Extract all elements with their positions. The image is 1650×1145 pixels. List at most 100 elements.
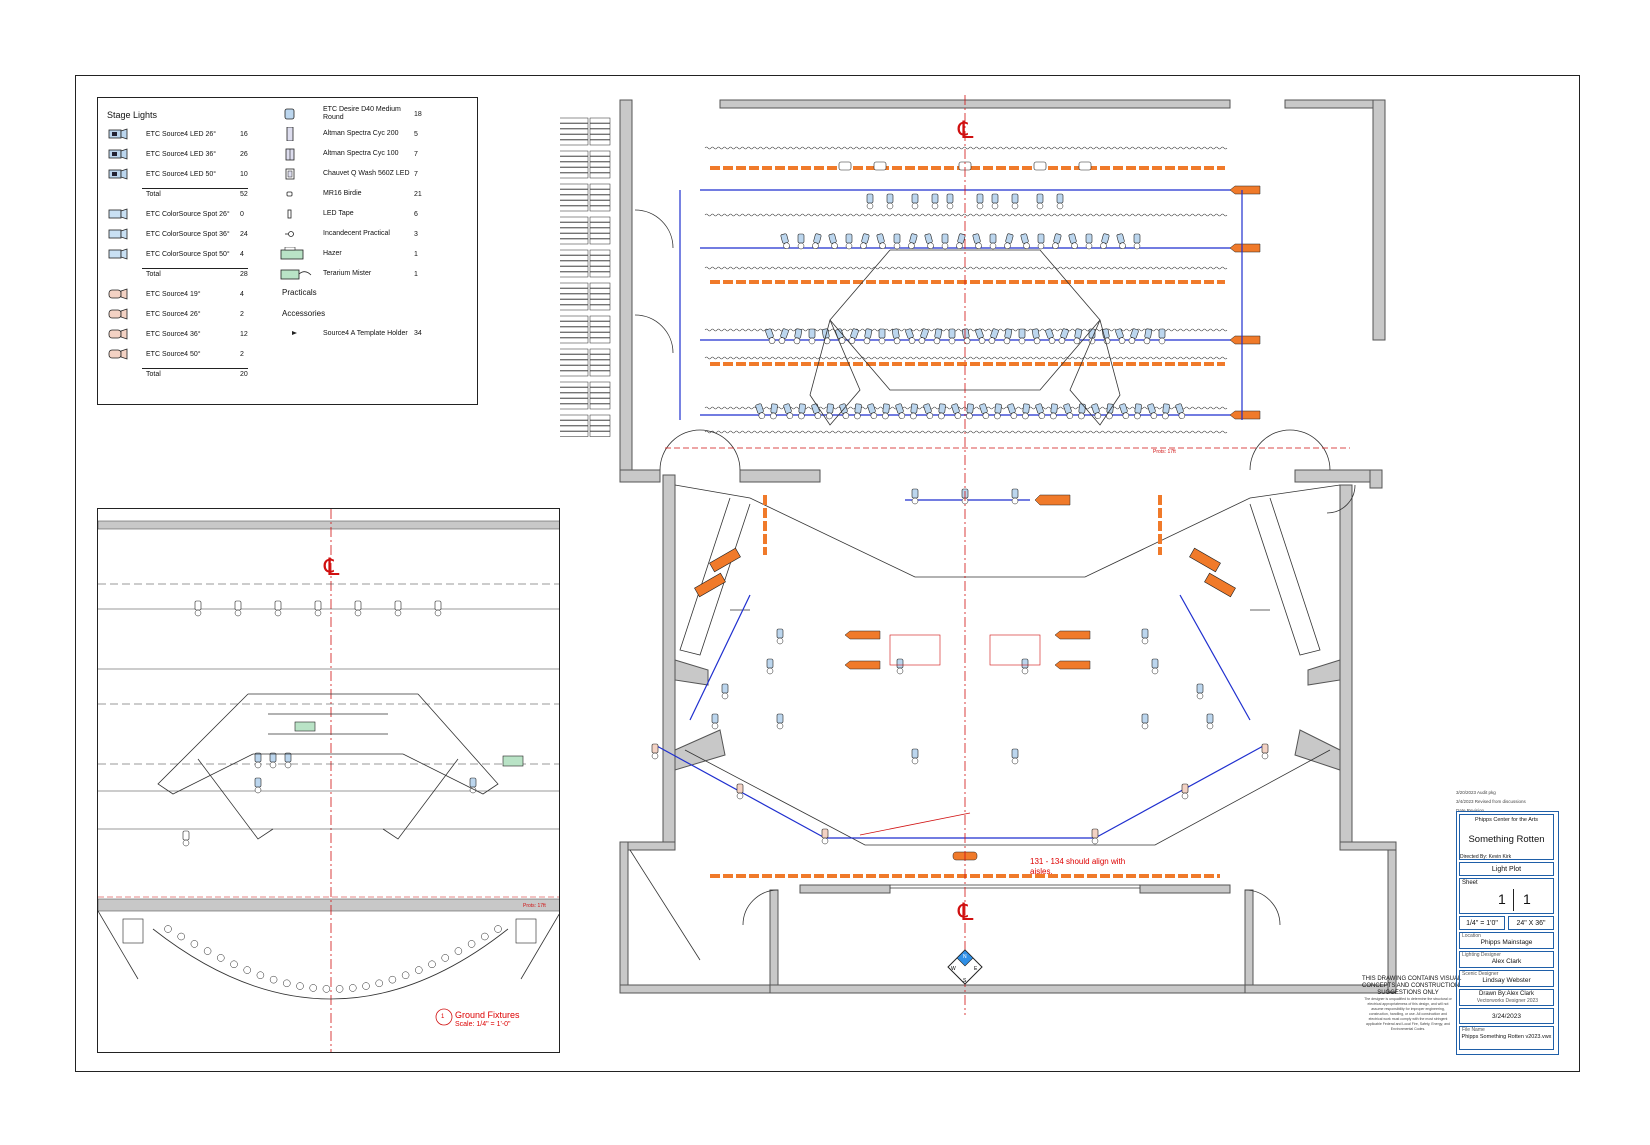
box-boom	[694, 572, 726, 598]
disclaimer-body: The designer is unqualified to determine…	[1364, 997, 1452, 1031]
legend-item-qty: 7	[414, 170, 418, 178]
fixture-icon	[1004, 233, 1014, 250]
fixture-icon	[1119, 403, 1130, 419]
legend-item-qty: 10	[240, 170, 248, 178]
fixture-icon	[848, 328, 859, 344]
fixture-icon	[1031, 328, 1041, 345]
centerline-symbol-top: ℄	[957, 117, 974, 144]
fixture-icon	[755, 403, 766, 419]
fixture-icon	[828, 233, 838, 250]
circuit-box	[560, 387, 589, 393]
masking-border	[704, 266, 1228, 270]
legend-item-qty: 18	[414, 110, 422, 118]
desire-d40-icon	[284, 108, 295, 120]
circuit-box	[560, 139, 589, 146]
circuit-box	[589, 205, 611, 212]
circuit-box	[589, 392, 611, 399]
colorsource-icon	[108, 208, 128, 220]
fixture-icon	[910, 403, 918, 420]
legend-item: ETC ColorSource Spot 50°4	[98, 248, 298, 260]
fixture-icon	[1196, 683, 1204, 700]
circuit-box	[560, 117, 589, 124]
ground-fixture-icon	[362, 982, 370, 990]
circuit-box	[560, 398, 589, 404]
fixture-icon	[765, 328, 776, 344]
paper-size-cell: 24" X 36"	[1508, 916, 1554, 930]
ground-fixture-icon	[190, 940, 199, 948]
fixture-icon	[798, 403, 806, 420]
legend-item: ETC ColorSource Spot 26°0	[98, 208, 298, 220]
circuit-box	[589, 370, 611, 377]
legend-item-qty: 4	[240, 250, 244, 258]
circuit-box	[589, 227, 611, 234]
fixture-icon	[1033, 161, 1047, 171]
circuit-box	[589, 194, 611, 201]
legend-item-qty: 20	[240, 370, 248, 378]
legend-item-qty: 16	[240, 130, 248, 138]
pipe-label-tag	[1229, 335, 1261, 345]
fixture-icon	[1133, 233, 1141, 250]
fixture-icon	[783, 403, 794, 419]
detail-number: 1	[441, 1014, 445, 1020]
north-label: N	[963, 954, 967, 960]
circuit-box	[560, 326, 589, 333]
fixture-icon	[1158, 328, 1166, 345]
fixture-icon	[1058, 328, 1069, 344]
ground-fixture-icon	[375, 979, 383, 988]
colorsource-icon	[108, 228, 128, 240]
fixture-icon	[1116, 233, 1126, 250]
ground-fixture-icon	[467, 940, 476, 948]
ground-fixture-icon	[415, 966, 423, 974]
seating-outline	[674, 484, 1341, 846]
fixture-icon	[1037, 233, 1045, 250]
house-pipe	[689, 594, 751, 721]
fixture-icon	[797, 233, 805, 250]
pipe-label-tag	[1034, 494, 1071, 506]
circuit-box	[589, 156, 611, 162]
section-centerline-symbol: ℄	[323, 554, 340, 581]
legend-item-name: Hazer	[323, 250, 342, 257]
fixture-icon	[808, 328, 816, 345]
legend-item-qty: 12	[240, 330, 248, 338]
fixture-icon	[1143, 328, 1153, 345]
circuit-box	[560, 420, 589, 426]
fixture-icon	[1045, 328, 1056, 344]
circuit-box	[560, 337, 589, 344]
circuit-box	[560, 315, 589, 322]
circuit-box	[560, 282, 589, 289]
circuit-box	[589, 387, 611, 393]
circuit-box	[560, 348, 589, 355]
circuit-schedule	[560, 117, 611, 437]
circuit-box	[560, 266, 589, 272]
fixture-icon	[254, 752, 262, 769]
fixture-icon	[838, 161, 852, 171]
legend-item-qty: 1	[414, 270, 418, 278]
hazer-icon	[280, 247, 304, 260]
cyc-200-icon	[286, 127, 294, 141]
fixture-icon	[979, 403, 990, 419]
legend-item-qty: 24	[240, 230, 248, 238]
fixture-icon	[908, 233, 918, 250]
disclaimer-heading: THIS DRAWING CONTAINS VISUAL CONCEPTS AN…	[1362, 976, 1462, 996]
circuit-box	[560, 161, 589, 168]
legend-item-qty: 0	[240, 210, 244, 218]
fixture-icon	[1052, 233, 1062, 250]
lighting-designer-label: Lighting Designer	[1462, 952, 1501, 958]
fixture-icon	[434, 600, 442, 617]
legend-item-name: Source4 A Template Holder	[323, 329, 408, 337]
ground-fixture-icon	[481, 932, 489, 941]
legend-item: ETC Source4 19°4	[98, 288, 298, 300]
ground-fixture-icon	[335, 985, 344, 993]
ground-fixture-icon	[388, 975, 397, 984]
fixture-icon	[1175, 403, 1186, 419]
fixture-icon	[1011, 488, 1019, 505]
box-boom	[1204, 572, 1236, 598]
circuit-box	[589, 161, 611, 168]
plan-annotation: 131 - 134 should align with aisles.	[1030, 857, 1125, 877]
legend-item: ETC Source4 36°12	[98, 328, 298, 340]
legend-item: ETC Source4 LED 26°16	[98, 128, 298, 140]
circuit-box	[589, 288, 611, 294]
circuit-box	[560, 299, 589, 305]
